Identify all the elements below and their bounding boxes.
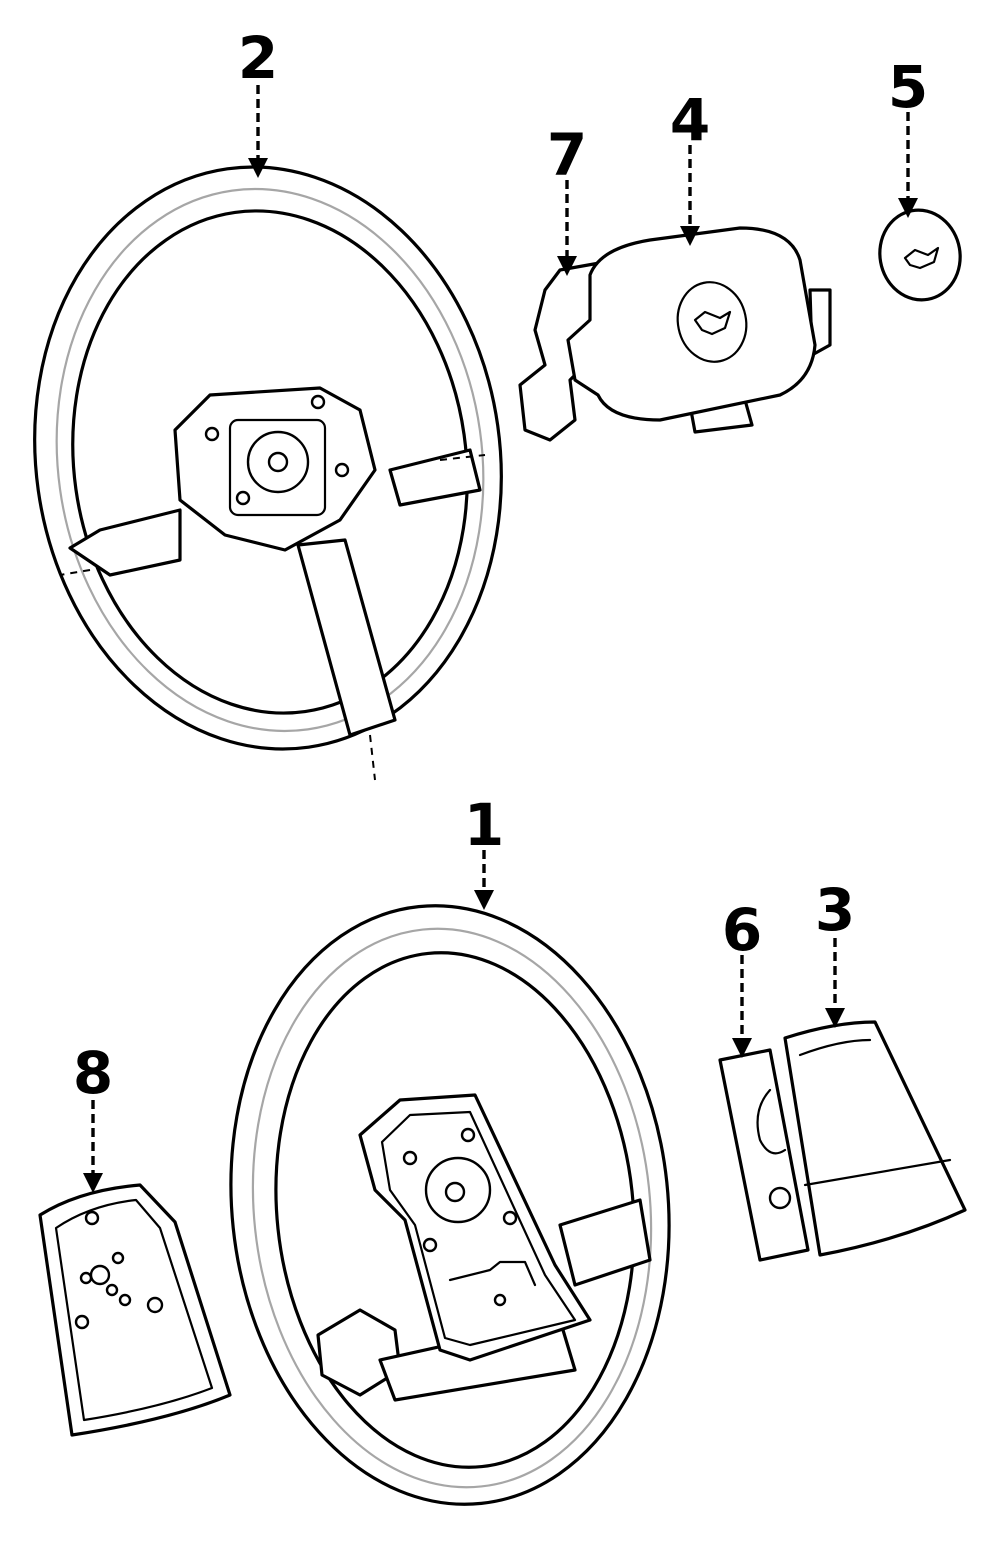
horn-pad-3 (783, 1020, 967, 1257)
callout-3: 3 (815, 876, 855, 944)
horn-back-plate-6 (718, 1048, 810, 1262)
steering-wheel-lower (229, 904, 671, 1506)
callout-labels: 2 7 4 5 1 6 3 8 (73, 24, 928, 1107)
emblem-5 (878, 208, 962, 302)
callout-1: 1 (464, 791, 504, 859)
callout-7: 7 (547, 121, 587, 189)
callout-6: 6 (722, 896, 762, 964)
callout-5: 5 (888, 53, 928, 121)
steering-wheel-upper (33, 165, 503, 781)
horn-pad-4 (566, 226, 832, 434)
callout-8: 8 (73, 1039, 113, 1107)
leader-lines (83, 85, 918, 1193)
callout-2: 2 (238, 24, 278, 92)
callout-4: 4 (670, 86, 710, 154)
spoke-cover-8 (38, 1183, 232, 1437)
